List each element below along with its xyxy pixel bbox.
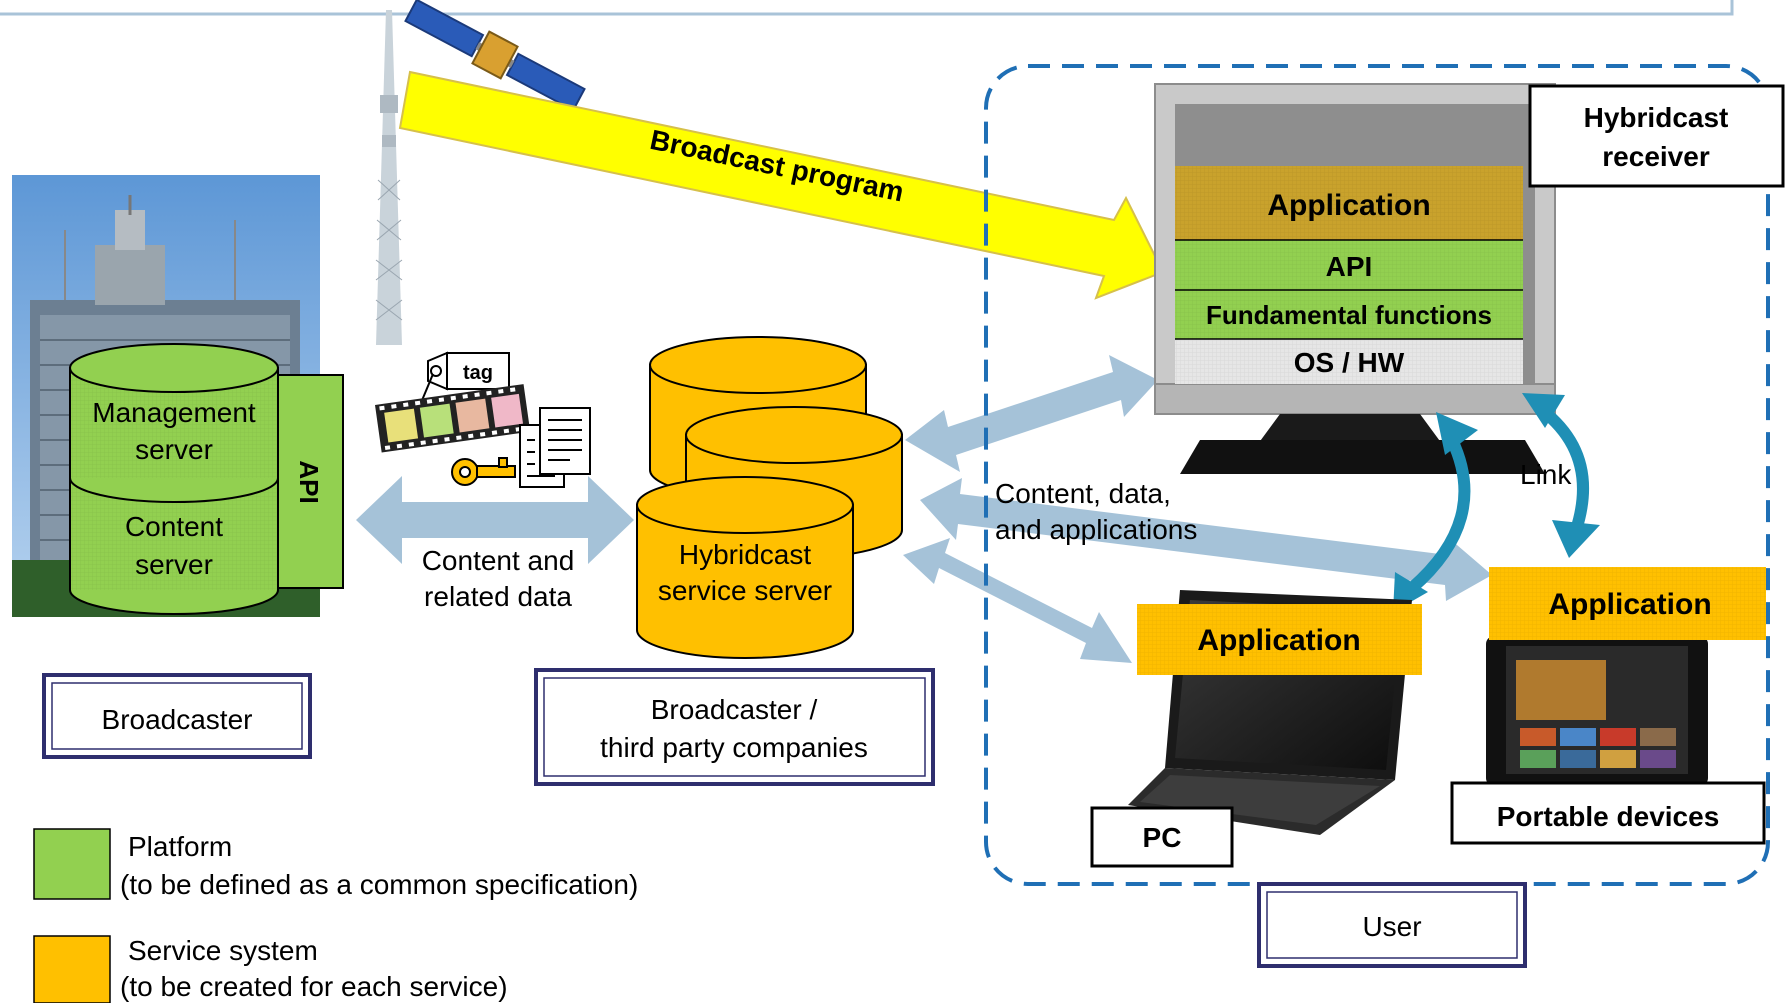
arrow-server-to-portable [920, 478, 1492, 601]
broadcast-program-arrow: Broadcast program [398, 70, 1165, 300]
third-party-role-label-2: third party companies [600, 732, 868, 763]
service-server-label-2: service server [658, 575, 832, 606]
management-server-label-2: server [135, 434, 213, 465]
delivery-arrows [903, 355, 1492, 663]
service-server-label-1: Hybridcast [679, 539, 811, 570]
link-arrow-tv-portable [1538, 405, 1589, 532]
receiver-title-box [1528, 84, 1785, 188]
satellite-icon [404, 0, 586, 112]
pc-label: PC [1143, 822, 1182, 853]
film-strip-icon [375, 384, 531, 453]
hybridcast-tv: Application API Fundamental functions OS… [1154, 83, 1556, 474]
legend: Platform (to be defined as a common spec… [33, 828, 638, 1003]
broadcaster-servers: API Management server Content server [69, 343, 344, 615]
portable-application-label: Application [1548, 588, 1711, 621]
broadcaster-role-box: Broadcaster [42, 673, 312, 759]
user-role-box: User [1257, 882, 1527, 968]
hybridcast-service-servers: Hybridcast service server [636, 336, 903, 659]
pc-application-label: Application [1197, 624, 1360, 657]
legend-service-line-2: (to be created for each service) [120, 971, 508, 1002]
third-party-role-label-1: Broadcaster / [651, 694, 818, 725]
link-label: Link [1520, 459, 1572, 490]
legend-platform-line-2: (to be defined as a common specification… [120, 869, 638, 900]
legend-swatch-service [33, 935, 111, 1003]
user-role-label: User [1362, 911, 1421, 942]
link-arrow-tv-pc [1408, 437, 1471, 593]
content-bundle-icon: tag [375, 351, 591, 488]
legend-service-line-1: Service system [128, 935, 318, 966]
pc-label-box [1090, 806, 1234, 868]
stack-fundamental-functions: Fundamental functions [1206, 300, 1492, 330]
receiver-title-2: receiver [1602, 141, 1710, 172]
receiver-title-1: Hybridcast [1584, 102, 1729, 133]
receiver-stack: Application API Fundamental functions OS… [1175, 166, 1523, 384]
delivery-label-1: Content, data, [995, 478, 1171, 509]
documents-icon [519, 407, 591, 488]
tag-label: tag [463, 362, 493, 384]
portable-label-box [1450, 781, 1766, 845]
portable-tablet: Application [1486, 567, 1766, 786]
content-link-label-2: related data [424, 581, 572, 612]
top-banner [0, 0, 1734, 16]
link-arrows [1408, 405, 1589, 593]
broadcast-tower-photo [375, 10, 403, 345]
api-panel-label: API [294, 460, 324, 503]
content-server-label-2: server [135, 549, 213, 580]
portable-label: Portable devices [1497, 801, 1720, 832]
legend-swatch-platform [33, 828, 111, 900]
arrow-server-to-tv [905, 355, 1158, 472]
arrow-server-to-pc [903, 538, 1132, 663]
stack-os-hw: OS / HW [1294, 347, 1405, 378]
content-link-label-1: Content and [422, 545, 575, 576]
delivery-label-2: and applications [995, 514, 1197, 545]
pc-laptop: Application [1128, 590, 1422, 835]
management-server-label-1: Management [92, 397, 256, 428]
broadcaster-role-label: Broadcaster [102, 704, 253, 735]
third-party-role-box: Broadcaster / third party companies [534, 668, 935, 786]
key-icon [451, 457, 516, 486]
legend-platform-line-1: Platform [128, 831, 232, 862]
stack-application: Application [1267, 189, 1430, 222]
stack-api: API [1326, 251, 1373, 282]
content-server-label-1: Content [125, 511, 223, 542]
api-panel [271, 374, 344, 589]
content-exchange-arrow [356, 476, 634, 564]
